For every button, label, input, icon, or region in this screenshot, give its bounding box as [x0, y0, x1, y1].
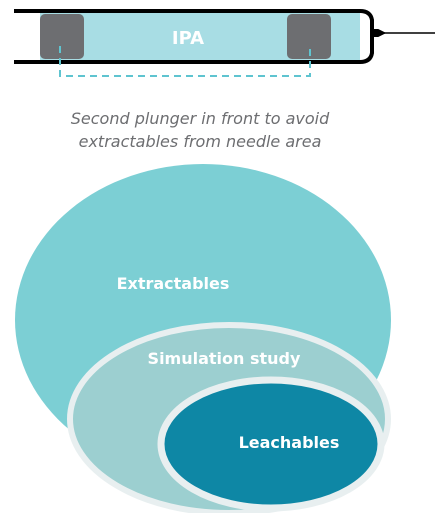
leachables-label: Leachables [239, 433, 340, 452]
caption-line-1: Second plunger in front to avoid [70, 109, 330, 128]
venn-diagram: Extractables Simulation study Leachables [15, 164, 391, 513]
simulation-study-label: Simulation study [148, 349, 301, 368]
dashed-connector [59, 46, 311, 77]
extractables-label: Extractables [117, 274, 230, 293]
syringe-label: IPA [172, 28, 204, 49]
front-plunger [287, 14, 331, 59]
caption: Second plunger in front to avoid extract… [20, 107, 380, 153]
rear-plunger [40, 14, 84, 59]
leachables-ellipse [157, 376, 385, 512]
caption-line-2: extractables from needle area [78, 132, 322, 151]
syringe: IPA [14, 9, 435, 77]
needle-hub [372, 29, 387, 37]
